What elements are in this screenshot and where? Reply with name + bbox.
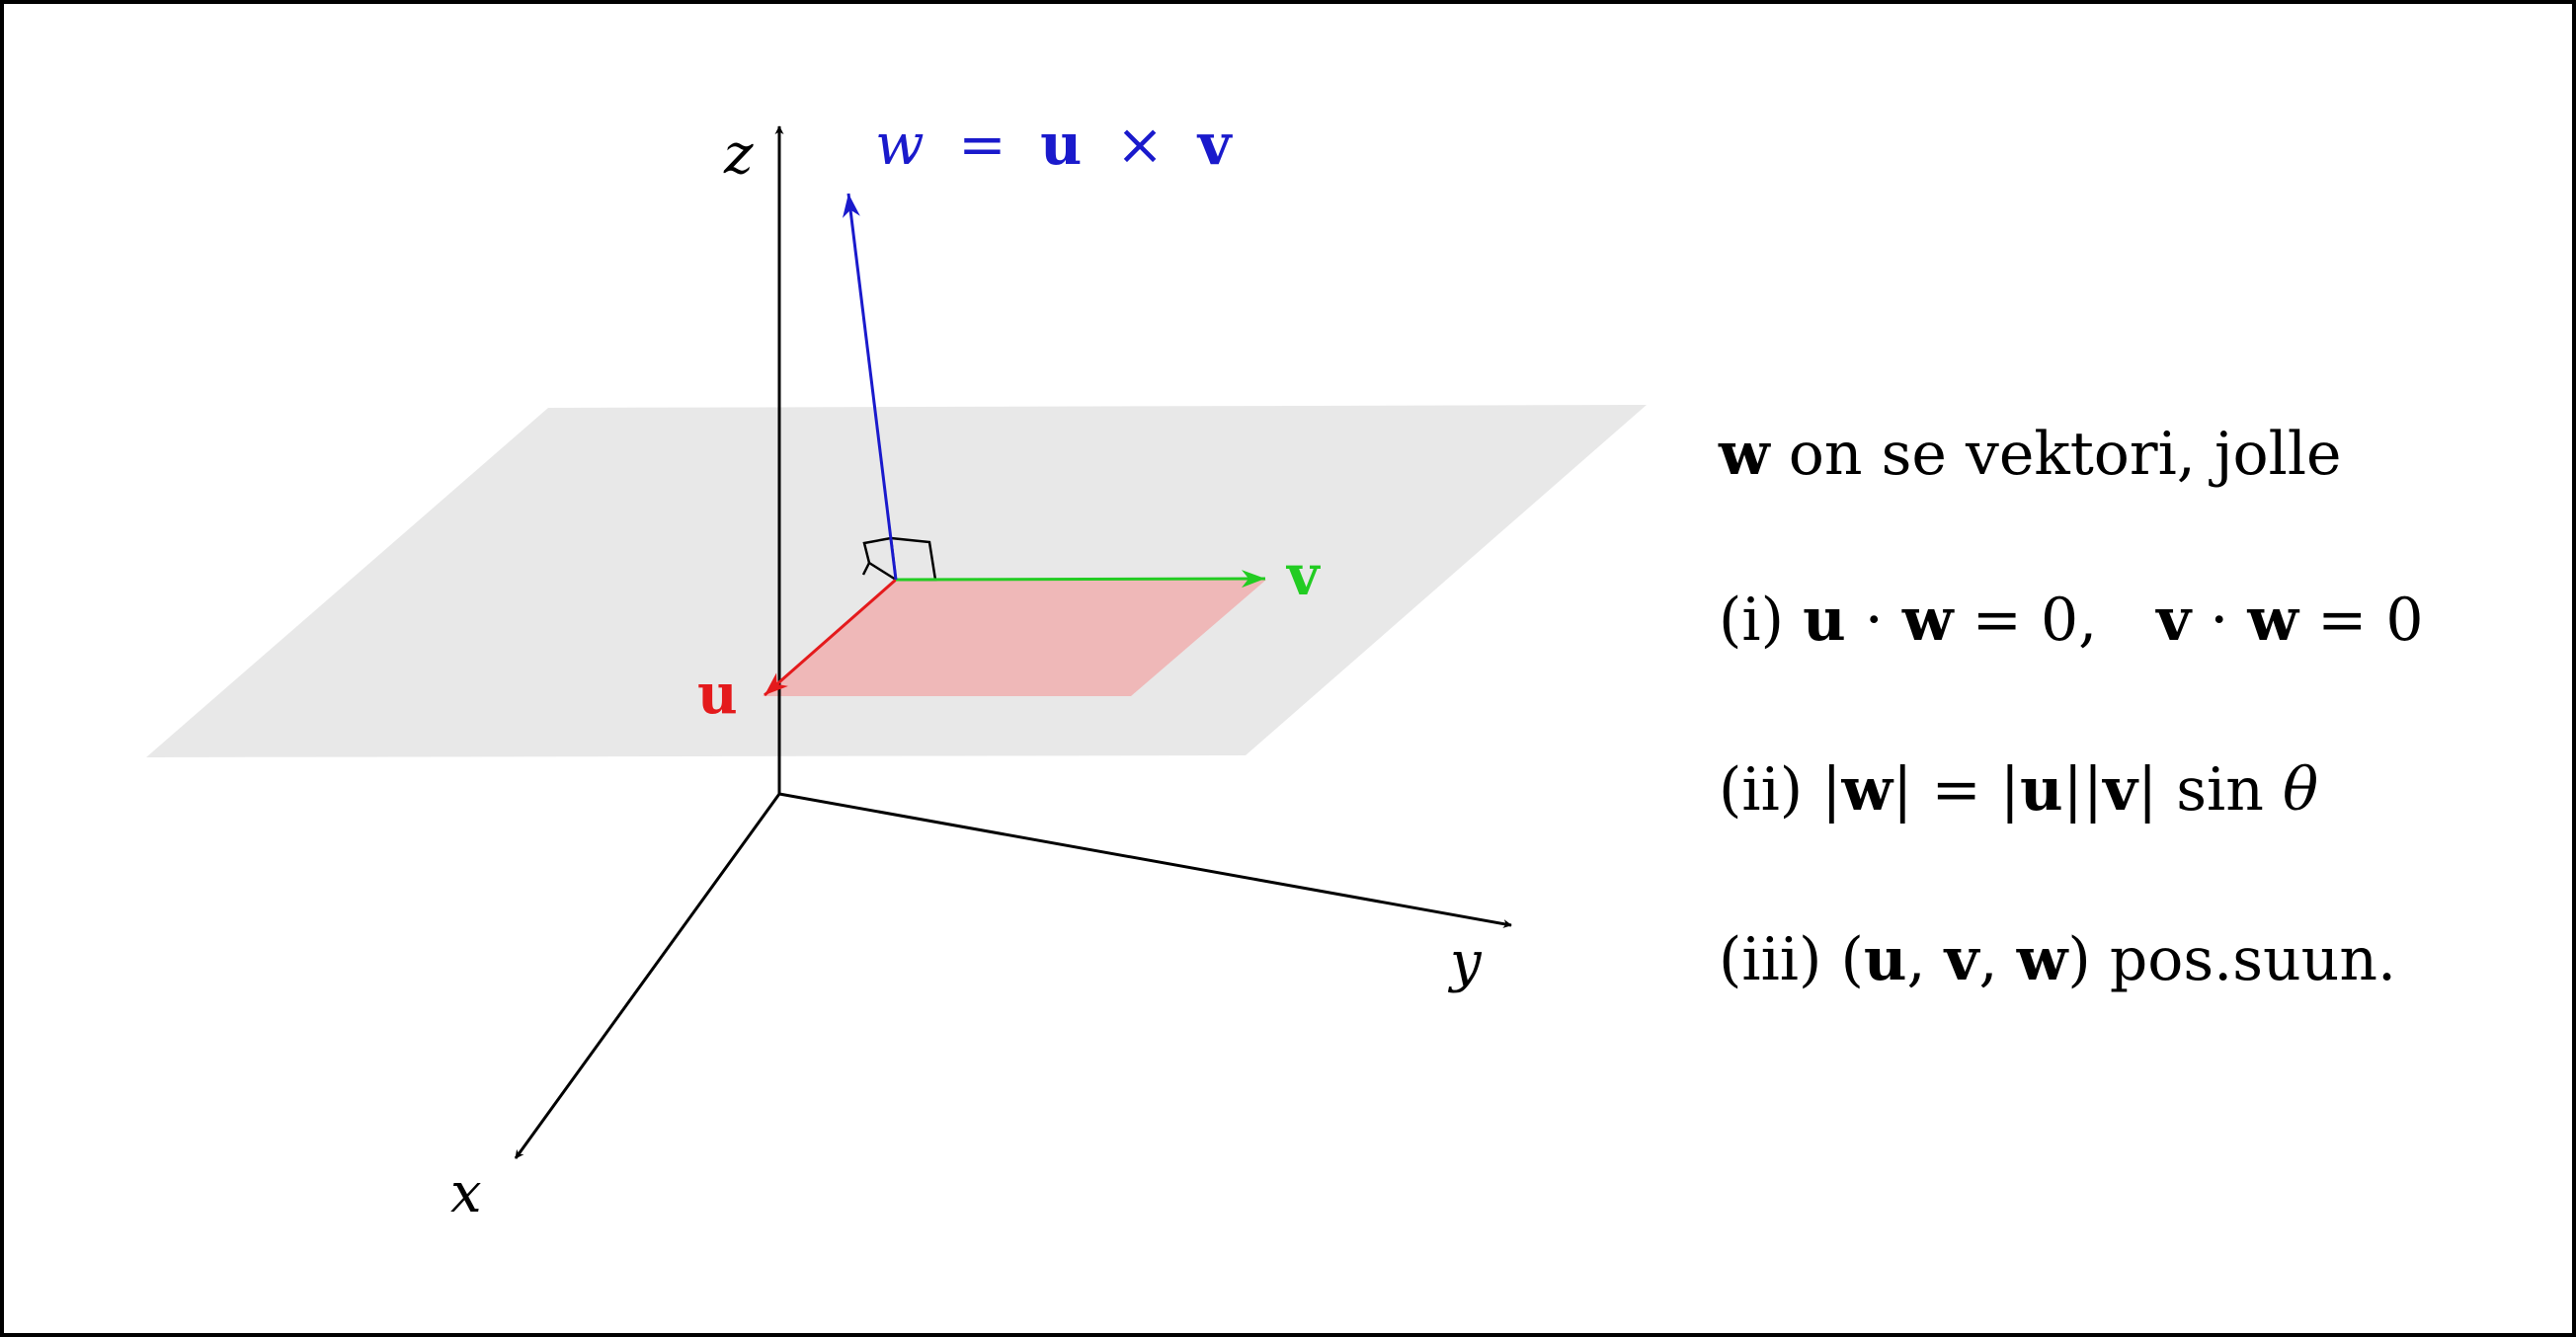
y-axis [778,792,1512,928]
cond1-u: u [1803,586,1846,655]
cond2-bar4: | sin [2136,755,2283,825]
x-axis-label: x [450,1161,482,1225]
vec-u-arrowhead [765,672,788,695]
intro-w: w [1719,420,1770,489]
cond3-c1: , [1906,925,1945,994]
cond3-v: v [1944,925,1979,994]
w-label-times: × [1116,111,1165,178]
w-label-v: v [1196,111,1234,178]
cond3-c2: , [1978,925,2017,994]
cond3-num: (iii) [1719,925,1841,994]
w-vector [842,193,898,581]
w-label-w: w [875,111,925,178]
cond3-w: w [2016,925,2068,994]
condition-iii: (iii) (u, v, w) pos.suun. [1719,930,2396,989]
vec-w-shaft [846,193,898,581]
vec-v-shaft [895,577,1266,582]
cond2-w: w [1841,755,1893,825]
cond1-dot2: · [2191,586,2248,655]
w-label-u: u [1040,111,1082,178]
cond2-bar2: | = | [1892,755,2021,825]
cond3-open: ( [1840,925,1864,994]
cond1-num: (i) [1719,586,1804,655]
y-axis-label: y [1447,930,1483,994]
intro-line: w on se vektori, jolle [1719,425,2342,484]
condition-i: (i) u · w = 0,v · w = 0 [1719,590,2424,650]
cond2-num: (ii) [1719,755,1822,825]
cond1-v: v [2156,586,2192,655]
vec-u-shaft [764,578,897,697]
cond3-close: ) [2067,925,2091,994]
vec-v-arrowhead [1241,570,1265,589]
u-vector [764,578,897,697]
cond3-rest: pos.suun. [2090,925,2397,994]
cond1-eq2: = 0 [2298,586,2424,655]
u-vector-label: u [697,662,738,727]
parallelogram-u-v [763,580,1266,696]
cond2-theta: θ [2282,755,2319,825]
w-vector-label: w = u × v [875,111,1234,178]
cond2-v: v [2103,755,2137,825]
v-vector-label: v [1285,543,1321,608]
condition-ii: (ii) |w| = |u||v| sin θ [1719,760,2318,820]
cond2-bar3: || [2062,755,2104,825]
w-label-eq: = [958,111,1006,178]
intro-rest: on se vektori, jolle [1769,420,2342,489]
v-vector [895,570,1266,589]
cond1-w2: w [2247,586,2298,655]
cond3-u: u [1863,925,1907,994]
cond1-dot1: · [1845,586,1902,655]
vec-w-arrowhead [842,194,860,218]
cond1-eq1: = 0, [1953,586,2098,655]
cond2-bar1: | [1821,755,1842,825]
x-axis [514,793,781,1159]
cond2-u: u [2020,755,2063,825]
z-axis-label: z [723,122,754,187]
cond1-w1: w [1901,586,1954,655]
